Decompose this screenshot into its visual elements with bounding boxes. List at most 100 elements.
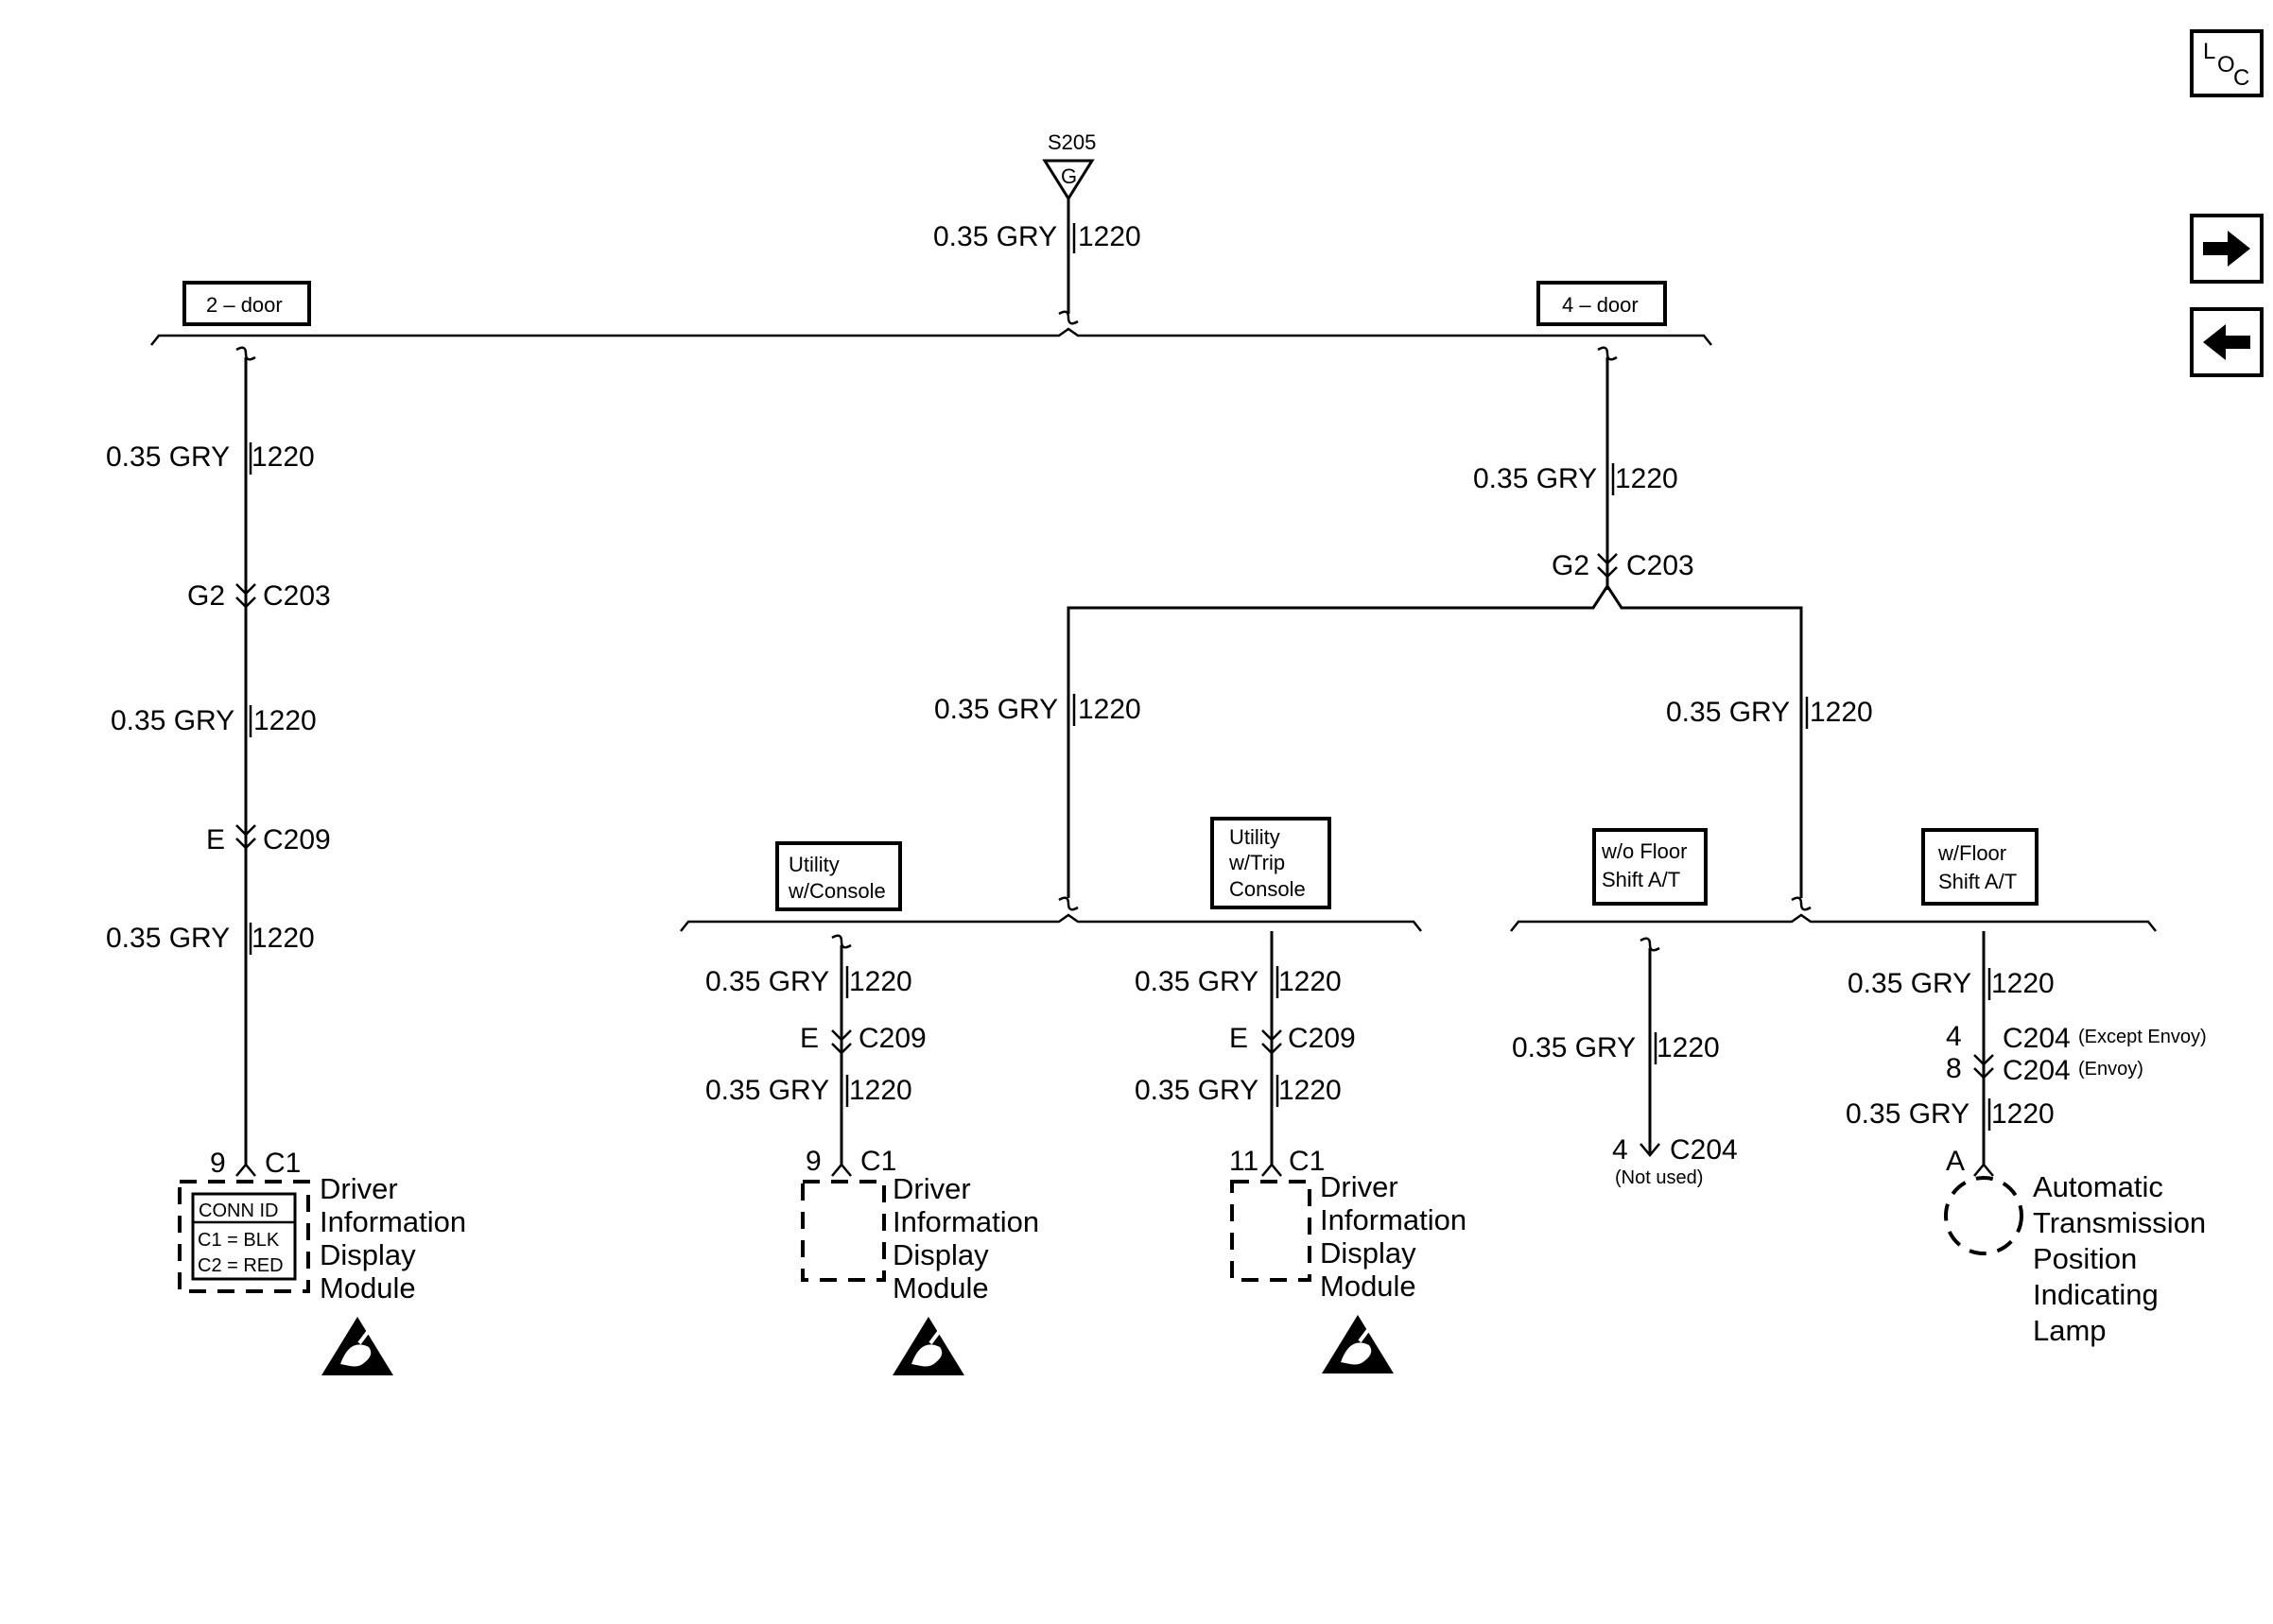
envoy-note: (Envoy) [2078, 1059, 2143, 1080]
module-outline [178, 1180, 310, 1293]
wire-size-color: 0.35 GRY [1473, 463, 1597, 494]
next-page-button[interactable] [2190, 214, 2264, 284]
connector-id: C204 [2003, 1055, 2071, 1086]
connector-pin: 4 [1612, 1134, 1628, 1166]
connector-pin: E [206, 824, 225, 855]
svg-text:Console: Console [1229, 877, 1306, 901]
svg-text:Transmission: Transmission [2033, 1206, 2206, 1239]
arrow-right-icon [2203, 231, 2250, 267]
option-utility-console [775, 841, 902, 911]
module-label: Driver Information Display Module [320, 1172, 466, 1304]
module-outline [1230, 1180, 1311, 1282]
svg-text:w/Console: w/Console [788, 879, 886, 903]
module-label: Driver Information Display Module [1320, 1170, 1466, 1303]
svg-text:Automatic: Automatic [2033, 1170, 2163, 1203]
connector-id: C209 [859, 1023, 927, 1054]
conn-id-table: CONN ID C1 = BLK C2 = RED [191, 1192, 297, 1281]
option-4-door-label: 4 – door [1562, 293, 1639, 317]
circuit-number: 1220 [252, 441, 315, 473]
circuit-number: 1220 [1810, 697, 1873, 728]
ground-label: G [1061, 164, 1077, 188]
svg-text:Position: Position [2033, 1242, 2137, 1275]
circuit-number: 1220 [849, 966, 912, 997]
wire-size-color: 0.35 GRY [1135, 1075, 1258, 1106]
svg-text:Information: Information [893, 1205, 1039, 1238]
arrow-left-icon [2203, 324, 2250, 360]
svg-text:Information: Information [1320, 1203, 1466, 1236]
connector-pin: 8 [1946, 1053, 1962, 1084]
connector-pin: 9 [806, 1146, 822, 1177]
connector-pin: G2 [187, 580, 225, 612]
lamp-label: Automatic Transmission Position Indicati… [2033, 1170, 2206, 1347]
svg-text:Driver: Driver [893, 1172, 971, 1205]
connector-pin: 9 [210, 1148, 226, 1179]
connector-id: C209 [263, 824, 331, 855]
option-4-door [1536, 281, 1667, 326]
wire-size-color: 0.35 GRY [934, 694, 1058, 725]
svg-text:Lamp: Lamp [2033, 1314, 2107, 1347]
option-utility-trip-console [1210, 817, 1331, 909]
svg-text:Display: Display [320, 1238, 416, 1271]
connector-id: C1 [265, 1148, 301, 1179]
svg-text:w/o Floor: w/o Floor [1601, 839, 1687, 863]
connector-pin: G2 [1552, 550, 1589, 581]
connector-id: C1 [1289, 1146, 1325, 1177]
option-without-floor-shift [1592, 828, 1708, 906]
connector-pin: A [1946, 1146, 1965, 1177]
module-label: Driver Information Display Module [893, 1172, 1039, 1304]
svg-text:Utility: Utility [1229, 825, 1280, 849]
previous-page-button[interactable] [2190, 307, 2264, 377]
svg-text:Display: Display [1320, 1236, 1416, 1270]
conn-id-c1: C1 = BLK [198, 1230, 280, 1251]
loc-letter-l: L [2203, 39, 2215, 64]
option-2-door [182, 281, 311, 326]
esd-sensitive-icon [320, 1315, 395, 1377]
circuit-number: 1220 [1991, 968, 2055, 999]
option-2-door-label: 2 – door [206, 293, 283, 317]
wire-size-color: 0.35 GRY [1135, 966, 1258, 997]
connector-pin: 11 [1229, 1146, 1258, 1177]
connector-id: C203 [263, 580, 331, 612]
conn-id-c2: C2 = RED [198, 1255, 284, 1276]
circuit-number: 1220 [849, 1075, 912, 1106]
wire-size-color: 0.35 GRY [1512, 1032, 1636, 1063]
esd-sensitive-icon [1320, 1313, 1396, 1375]
ground-symbol [1042, 159, 1095, 201]
svg-text:Display: Display [893, 1238, 989, 1271]
wire-size-color: 0.35 GRY [106, 923, 230, 954]
esd-sensitive-icon [891, 1315, 966, 1377]
except-envoy-note: (Except Envoy) [2078, 1027, 2207, 1047]
wire-size-color: 0.35 GRY [933, 221, 1057, 252]
circuit-number: 1220 [1991, 1098, 2055, 1130]
loc-letter-c: C [2233, 65, 2249, 91]
svg-text:Shift A/T: Shift A/T [1602, 868, 1680, 891]
svg-text:Shift A/T: Shift A/T [1938, 870, 2017, 893]
wire-size-color: 0.35 GRY [705, 966, 829, 997]
svg-text:Information: Information [320, 1205, 466, 1238]
connector-id: C203 [1626, 550, 1694, 581]
wire-size-color: 0.35 GRY [1666, 697, 1790, 728]
conn-id-title: CONN ID [199, 1201, 278, 1221]
svg-text:Utility: Utility [789, 853, 840, 876]
svg-text:Module: Module [1320, 1270, 1416, 1303]
circuit-number: 1220 [1078, 221, 1141, 252]
loc-button[interactable]: L O C [2190, 29, 2264, 97]
connector-pin: E [1229, 1023, 1248, 1054]
lamp-outline [1944, 1176, 2023, 1255]
option-with-floor-shift [1921, 828, 2039, 906]
loc-letter-o: O [2217, 52, 2235, 78]
connector-id: C204 [1670, 1134, 1738, 1166]
circuit-number: 1220 [1278, 966, 1342, 997]
connector-id: C209 [1288, 1023, 1356, 1054]
connector-pin: 4 [1946, 1021, 1962, 1052]
circuit-number: 1220 [252, 923, 315, 954]
wire-size-color: 0.35 GRY [705, 1075, 829, 1106]
circuit-number: 1220 [253, 705, 317, 736]
wire-size-color: 0.35 GRY [1846, 1098, 1969, 1130]
splice-label: S205 [1048, 130, 1096, 154]
svg-text:Module: Module [893, 1271, 989, 1304]
svg-text:Driver: Driver [320, 1172, 398, 1205]
not-used-note: (Not used) [1615, 1167, 1703, 1188]
connector-pin: E [800, 1023, 819, 1054]
